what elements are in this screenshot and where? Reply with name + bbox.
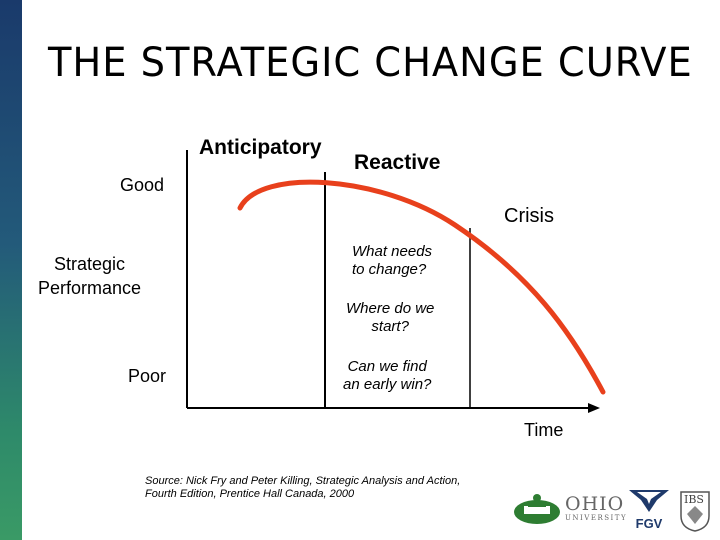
question-early-win: Can we find an early win? [343, 358, 431, 394]
slide-title: THE STRATEGIC CHANGE CURVE [48, 40, 693, 86]
fgv-emblem-icon [629, 490, 669, 512]
fgv-wordmark: FGV [635, 516, 663, 531]
x-axis-arrowhead [588, 403, 600, 413]
question-where-to-start: Where do we start? [346, 300, 434, 336]
question-line: an early win? [343, 376, 432, 393]
phase-label-anticipatory: Anticipatory [199, 136, 322, 159]
source-line: Source: Nick Fry and Peter Killing, Stra… [145, 475, 461, 487]
ohio-subtitle: UNIVERSITY [565, 514, 628, 522]
phase-label-reactive: Reactive [354, 151, 441, 174]
fgv-logo: FGV [627, 490, 671, 531]
ibs-wordmark: IBS [684, 493, 704, 506]
ohio-wordmark: OHIO [565, 493, 625, 515]
question-line: What needs [352, 243, 433, 260]
ibs-crest-icon [680, 491, 710, 532]
y-axis-bottom-label: Poor [128, 366, 167, 386]
left-accent-bar [0, 0, 22, 540]
ohio-university-logo: OHIO UNIVERSITY [565, 494, 627, 522]
question-line: start? [371, 318, 409, 335]
seal-logo-icon [514, 494, 560, 524]
phase-label-crisis: Crisis [504, 205, 554, 227]
y-axis-title: Strategic Performance [38, 252, 141, 300]
performance-curve [237, 179, 606, 395]
y-axis-title-line2: Performance [38, 278, 142, 298]
question-line: Where do we [346, 300, 435, 317]
x-axis-title: Time [524, 420, 564, 440]
question-line: Can we find [347, 358, 427, 375]
source-citation: Source: Nick Fry and Peter Killing, Stra… [145, 475, 515, 501]
question-line: to change? [352, 261, 427, 278]
y-axis-top-label: Good [120, 175, 165, 195]
y-axis-title-line1: Strategic [54, 254, 126, 274]
ibs-logo: IBS [679, 490, 711, 537]
seal-logo [512, 492, 562, 531]
source-line: Fourth Edition, Prentice Hall Canada, 20… [145, 488, 355, 500]
question-what-to-change: What needs to change? [352, 243, 432, 279]
